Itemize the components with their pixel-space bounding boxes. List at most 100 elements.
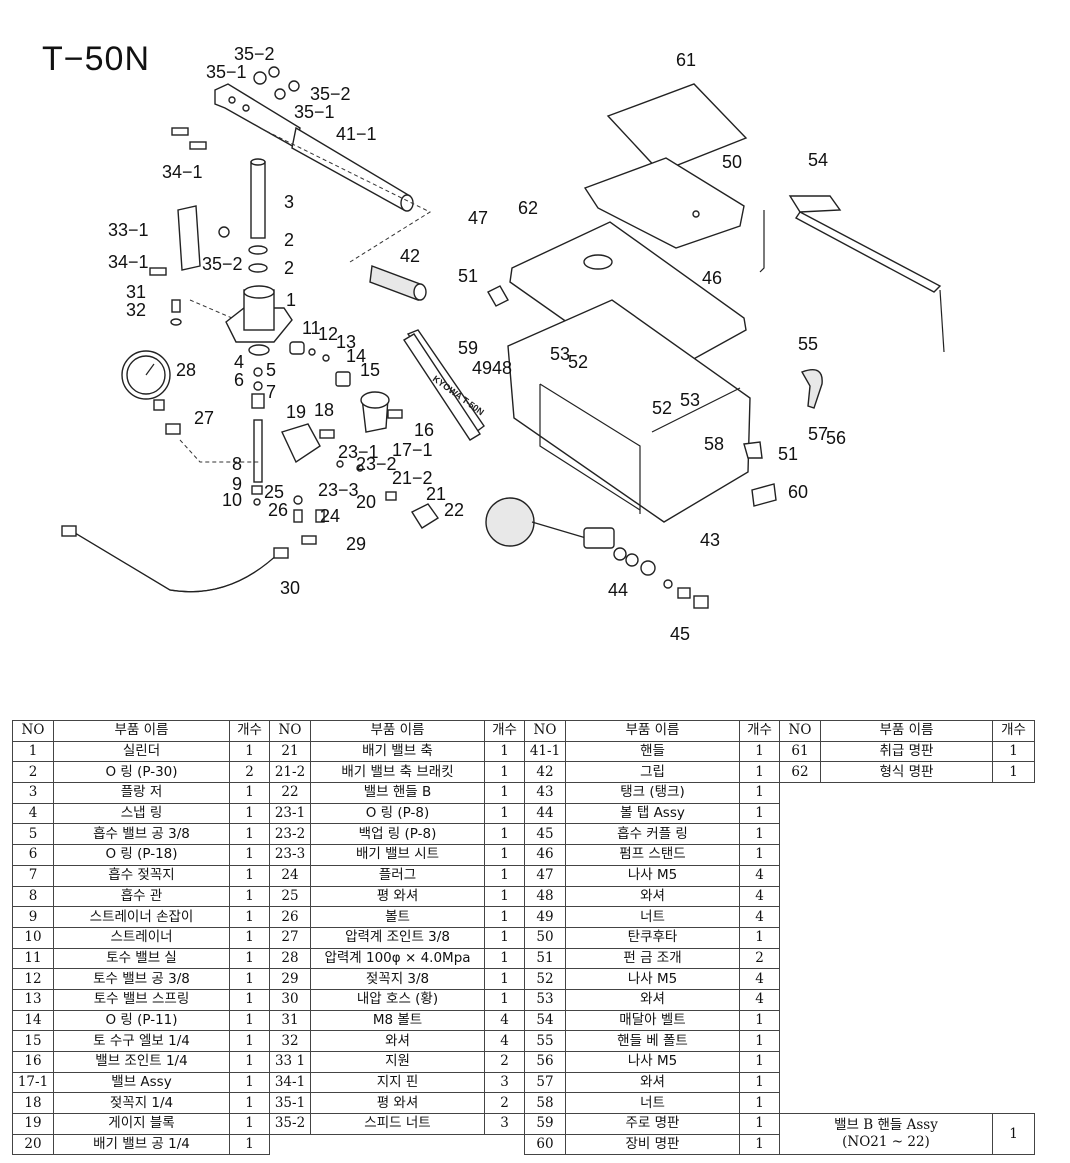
callout: 44 — [608, 580, 628, 600]
callout: 51 — [778, 444, 798, 464]
callout: 35−2 — [234, 44, 275, 64]
cell-no: 30 — [269, 988, 311, 1011]
cell-name: O 링 (P-18) — [53, 844, 230, 866]
cell-qty: 4 — [484, 1030, 525, 1052]
cell-no: 43 — [524, 782, 566, 804]
cell-name: 그립 — [565, 761, 740, 784]
cell-name: 흡수 커플 링 — [565, 823, 740, 846]
callout: 23−3 — [318, 480, 359, 500]
callout: 22 — [444, 500, 464, 520]
callout: 16 — [414, 420, 434, 440]
cell-name: 매달아 벨트 — [565, 1009, 740, 1032]
cell-name: 내압 호스 (황) — [310, 988, 485, 1011]
cell-qty: 4 — [739, 988, 780, 1011]
cell-no: 23-3 — [269, 844, 311, 866]
cell-qty: 1 — [739, 1030, 780, 1052]
callout: 61 — [676, 50, 696, 70]
callout: 19 — [286, 402, 306, 422]
cell-qty: 1 — [229, 782, 270, 804]
cell-no: 41-1 — [524, 740, 566, 763]
empty-area — [779, 782, 1035, 1114]
cell-no: 14 — [12, 1009, 54, 1032]
cell-name: 평 와셔 — [310, 885, 485, 908]
cell-qty: 1 — [484, 968, 525, 990]
cell-qty: 1 — [739, 844, 780, 866]
cell-no: 9 — [12, 906, 54, 928]
cell-qty: 1 — [229, 1092, 270, 1115]
callout: 24 — [320, 506, 340, 526]
cell-no: 61 — [779, 740, 821, 763]
cell-qty: 1 — [229, 1009, 270, 1032]
cell-name: 지원 — [310, 1051, 485, 1073]
callout: 46 — [702, 268, 722, 288]
cell-name: 스냅 링 — [53, 802, 230, 825]
callout: 18 — [314, 400, 334, 420]
callout: 17−1 — [392, 440, 433, 460]
cell-qty: 1 — [229, 740, 270, 763]
callout: 55 — [798, 334, 818, 354]
cell-name: 압력계 100φ × 4.0Mpa — [310, 947, 485, 970]
cell-qty: 2 — [484, 1051, 525, 1073]
cell-no: 8 — [12, 885, 54, 908]
cell-qty: 1 — [992, 740, 1035, 763]
cell-name: 배기 밸브 축 브래킷 — [310, 761, 485, 784]
cell-name: 와셔 — [310, 1030, 485, 1052]
cell-qty: 1 — [229, 823, 270, 846]
cell-name: 젖꼭지 3/8 — [310, 968, 485, 990]
cell-no: 49 — [524, 906, 566, 928]
cell-name: 너트 — [565, 1092, 740, 1115]
cell-name: 주로 명판 — [565, 1113, 740, 1135]
callout: 10 — [222, 490, 242, 510]
callout: 45 — [670, 624, 690, 644]
cell-no: 7 — [12, 864, 54, 887]
cell-no: 17-1 — [12, 1071, 54, 1094]
callout: 28 — [176, 360, 196, 380]
callout: 52 — [568, 352, 588, 372]
cell-name: 배기 밸브 시트 — [310, 844, 485, 866]
cell-no: 51 — [524, 947, 566, 970]
page-title: T−50N — [42, 40, 150, 78]
callout: 3 — [284, 192, 294, 212]
cell-name: 탄쿠후타 — [565, 926, 740, 949]
cell-no: 15 — [12, 1030, 54, 1052]
cell-qty: 1 — [739, 1133, 780, 1156]
header-no: NO — [269, 720, 311, 742]
cell-qty: 1 — [229, 1071, 270, 1094]
cell-name: 스트레이너 손잡이 — [53, 906, 230, 928]
cell-qty: 1 — [229, 864, 270, 887]
cell-no: 10 — [12, 926, 54, 949]
assy-note-qty: 1 — [992, 1113, 1035, 1156]
cell-qty: 1 — [739, 761, 780, 784]
cell-qty: 1 — [739, 740, 780, 763]
cell-no: 34-1 — [269, 1071, 311, 1094]
cell-qty: 1 — [739, 802, 780, 825]
callout: 26 — [268, 500, 288, 520]
cell-name: 형식 명판 — [820, 761, 993, 784]
cell-name: 취급 명판 — [820, 740, 993, 763]
cell-qty: 1 — [229, 926, 270, 949]
callout: 56 — [826, 428, 846, 448]
cell-no: 54 — [524, 1009, 566, 1032]
cell-name: O 링 (P-8) — [310, 802, 485, 825]
cell-no: 35-2 — [269, 1113, 311, 1135]
cell-qty: 1 — [992, 761, 1035, 784]
header-name: 부품 이름 — [53, 720, 230, 742]
cell-qty: 1 — [229, 988, 270, 1011]
cell-qty: 1 — [484, 782, 525, 804]
callout: 23−2 — [356, 454, 397, 474]
callout: 21 — [426, 484, 446, 504]
cell-no: 19 — [12, 1113, 54, 1135]
callout: 8 — [232, 454, 242, 474]
callout: 32 — [126, 300, 146, 320]
cell-qty: 1 — [229, 1113, 270, 1135]
cell-qty: 1 — [229, 947, 270, 970]
callout: 15 — [360, 360, 380, 380]
callout: 53 — [680, 390, 700, 410]
